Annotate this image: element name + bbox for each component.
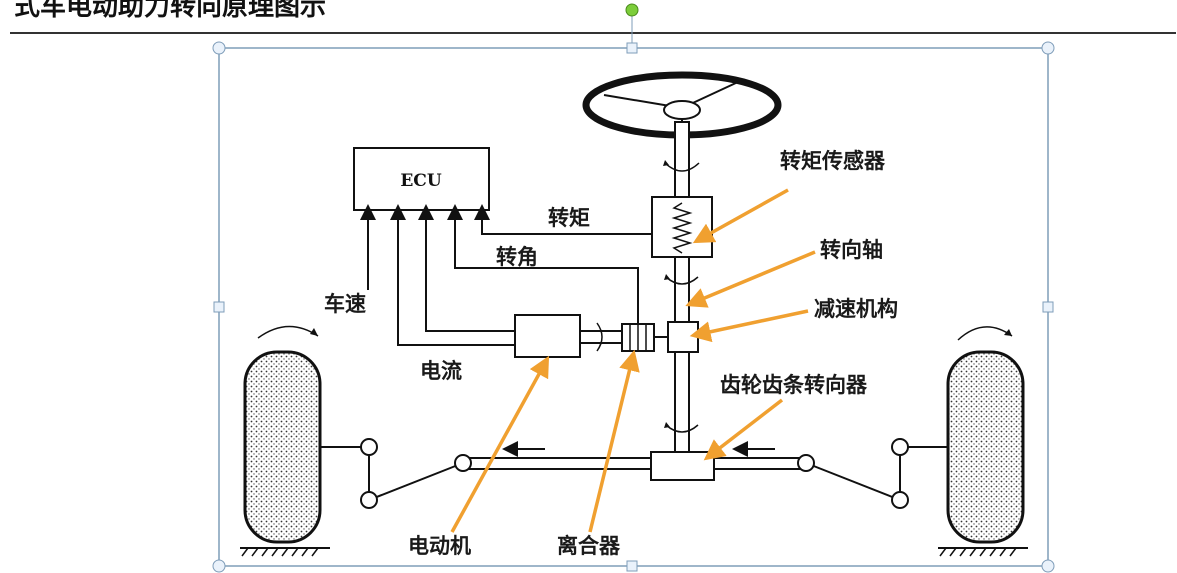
torque-sensor-box <box>651 196 713 258</box>
ecu-label: ECU <box>400 171 441 191</box>
wheel-icon <box>240 325 330 557</box>
label-torque: 转矩 <box>548 206 590 230</box>
label-current: 电流 <box>420 359 462 383</box>
document-heading: 式车电动助力转向原理图示 <box>14 0 327 22</box>
ecu-box: ECU <box>353 147 490 211</box>
reducer-box <box>667 321 699 353</box>
resize-handle-right[interactable] <box>1042 301 1054 313</box>
resize-handle-left[interactable] <box>213 301 225 313</box>
heading-rule <box>10 32 1176 34</box>
motor-box <box>514 314 622 358</box>
label-steering-angle: 转角 <box>496 245 538 269</box>
signal-lines <box>360 204 652 346</box>
resize-handle-bottom[interactable] <box>626 560 638 572</box>
steering-wheel-icon <box>582 71 782 139</box>
rotate-handle[interactable] <box>625 3 639 17</box>
resize-handle-top-left[interactable] <box>212 41 226 55</box>
resize-handle-bottom-left[interactable] <box>212 559 226 573</box>
rack-and-pinion <box>320 438 948 509</box>
callout-pointers <box>450 188 816 533</box>
label-rack-pinion: 齿轮齿条转向器 <box>720 373 868 397</box>
label-steering-shaft: 转向轴 <box>820 238 883 262</box>
rotation-arrow-icon <box>663 160 700 433</box>
label-vehicle-speed: 车速 <box>324 292 366 316</box>
label-reducer: 减速机构 <box>814 297 898 321</box>
clutch-box <box>621 323 668 352</box>
resize-handle-bottom-right[interactable] <box>1041 559 1055 573</box>
label-torque-sensor: 转矩传感器 <box>780 149 886 173</box>
label-clutch: 离合器 <box>557 534 621 558</box>
resize-handle-top-right[interactable] <box>1041 41 1055 55</box>
wheel-icon <box>938 326 1028 557</box>
resize-handle-top[interactable] <box>626 42 638 54</box>
label-motor: 电动机 <box>408 534 471 558</box>
